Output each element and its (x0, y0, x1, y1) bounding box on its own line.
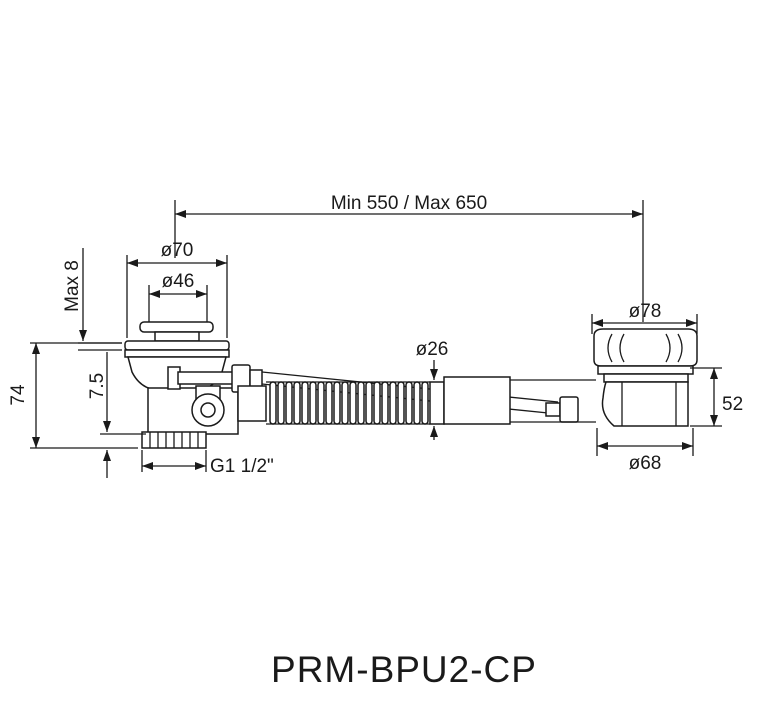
hose-rib (301, 381, 309, 425)
hose-rib (269, 381, 277, 425)
d26-dim-label: ø26 (416, 339, 449, 360)
hose-rib (341, 381, 349, 425)
d70-dim-label: ø70 (161, 240, 194, 261)
left-waste-assembly (124, 321, 263, 449)
hose-rib (317, 381, 325, 425)
dimension-lines (30, 200, 722, 478)
hose-rib (309, 381, 317, 425)
max8-dim-label: Max 8 (62, 260, 83, 312)
thread-dim-label: G1 1/2" (210, 456, 274, 477)
hose-rib (397, 381, 405, 425)
corrugated-hose (237, 376, 596, 425)
hose-rib (325, 381, 333, 425)
hose-rib (349, 381, 357, 425)
hose-rib (293, 381, 301, 425)
right-overflow-assembly (593, 328, 698, 427)
model-number: PRM-BPU2-CP (271, 649, 537, 690)
hose-rib (421, 381, 429, 425)
length-dim-label: Min 550 / Max 650 (331, 193, 487, 214)
hose-rib (405, 381, 413, 425)
hose-rib (365, 381, 373, 425)
hose-rib (389, 381, 397, 425)
d46-dim-label: ø46 (162, 271, 195, 292)
hose-rib (413, 381, 421, 425)
hose-rib (357, 381, 365, 425)
hose-rib (285, 381, 293, 425)
hose-rib (373, 381, 381, 425)
dimension-labels: Min 550 / Max 650 ø70 ø46 Max 8 74 7.5 G… (8, 193, 743, 690)
d68-dim-label: ø68 (629, 453, 662, 474)
hose-rib (277, 381, 285, 425)
d78-dim-label: ø78 (629, 301, 662, 322)
hose-rib (381, 381, 389, 425)
h74-dim-label: 74 (8, 384, 29, 406)
h52-dim-label: 52 (722, 394, 743, 415)
h75-dim-label: 7.5 (87, 373, 108, 399)
hose-rib (333, 381, 341, 425)
